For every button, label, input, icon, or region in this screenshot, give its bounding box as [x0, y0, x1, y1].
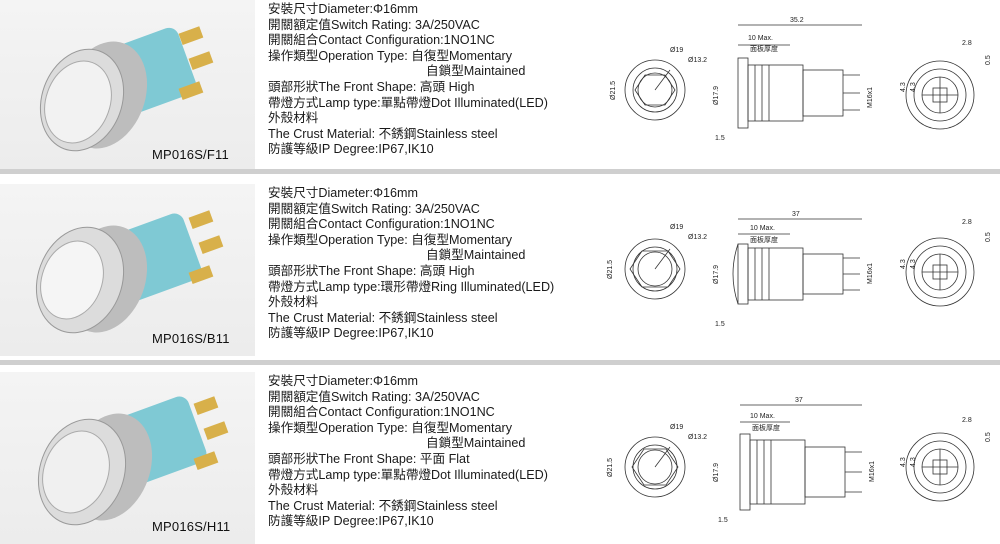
dim-d132: Ø13.2 — [688, 434, 707, 441]
dim-d19: Ø19 — [670, 224, 683, 231]
dim-d19: Ø19 — [670, 47, 683, 54]
spec-front-shape: 頭部形狀The Front Shape: 平面 Flat — [268, 451, 470, 466]
row-separator — [0, 169, 1000, 174]
dim-w05: 0.5 — [985, 432, 992, 442]
spec-ip: 防護等級IP Degree:IP67,IK10 — [268, 142, 434, 157]
dim-w43b: 4.3 — [910, 457, 917, 467]
dim-w43b: 4.3 — [910, 82, 917, 92]
spec-lamp-type: 帶燈方式Lamp type:環形帶燈Ring Illuminated(LED) — [268, 279, 555, 294]
spec-operation-2: 自鎖型Maintained — [426, 64, 526, 79]
spec-ip: 防護等級IP Degree:IP67,IK10 — [268, 326, 434, 341]
product-photo: MP016S/B11 — [0, 184, 255, 356]
dim-panel: 面板厚度 — [750, 235, 778, 244]
switch-image — [35, 210, 224, 334]
dim-w43a: 4.3 — [900, 457, 907, 467]
spec-ip: 防護等級IP Degree:IP67,IK10 — [268, 514, 434, 529]
spec-rating: 開關額定值Switch Rating: 3A/250VAC — [268, 389, 480, 404]
dim-t15: 1.5 — [715, 135, 725, 142]
spec-diameter: 安裝尺寸Diameter:Φ16mm — [268, 186, 418, 200]
spec-lamp-type: 帶燈方式Lamp type:單點帶燈Dot Illuminated(LED) — [268, 467, 548, 482]
dim-w05: 0.5 — [985, 55, 992, 65]
dim-d179: Ø17.9 — [713, 463, 720, 482]
dim-thread: M16x1 — [869, 461, 876, 482]
spec-diameter: 安裝尺寸Diameter:Φ16mm — [268, 374, 418, 388]
spec-list: 安裝尺寸Diameter:Φ16mm 開關額定值Switch Rating: 3… — [268, 2, 598, 158]
dim-d132: Ø13.2 — [688, 234, 707, 241]
dim-d179: Ø17.9 — [713, 265, 720, 284]
dim-t15: 1.5 — [715, 321, 725, 328]
spec-contact: 開關組合Contact Configuration:1NO1NC — [268, 217, 495, 232]
spec-list: 安裝尺寸Diameter:Φ16mm 開關額定值Switch Rating: 3… — [268, 374, 598, 530]
technical-drawing: Ø19 Ø13.2 Ø21.5 Ø17.9 37 10 Max. 面板厚度 M1… — [600, 372, 1000, 544]
spec-lamp-type: 帶燈方式Lamp type:單點帶燈Dot Illuminated(LED) — [268, 95, 548, 110]
dim-thread: M16x1 — [867, 263, 874, 284]
product-row-f11: MP016S/F11 安裝尺寸Diameter:Φ16mm 開關額定值Switc… — [0, 0, 1000, 172]
dim-d215: Ø21.5 — [607, 260, 614, 279]
dim-d19: Ø19 — [670, 424, 683, 431]
dim-max: 10 Max. — [750, 225, 775, 232]
dim-max: 10 Max. — [750, 413, 775, 420]
spec-operation-2: 自鎖型Maintained — [426, 248, 526, 263]
spec-front-shape: 頭部形狀The Front Shape: 高頭 High — [268, 79, 475, 94]
dim-w05: 0.5 — [985, 232, 992, 242]
dim-w28: 2.8 — [962, 40, 972, 47]
spec-material-label: 外殼材料 — [268, 295, 319, 310]
product-photo: MP016S/F11 — [0, 0, 255, 172]
spec-contact: 開關組合Contact Configuration:1NO1NC — [268, 405, 495, 420]
spec-operation: 操作類型Operation Type: 自復型Momentary — [268, 232, 513, 247]
spec-diameter: 安裝尺寸Diameter:Φ16mm — [268, 2, 418, 16]
switch-illustration — [35, 210, 224, 334]
product-row-h11: MP016S/H11 安裝尺寸Diameter:Φ16mm 開關額定值Switc… — [0, 372, 1000, 544]
dimension-drawing: Ø19 Ø13.2 Ø21.5 Ø17.9 37 10 Max. 面板厚度 M1… — [607, 211, 992, 328]
technical-drawing: Ø19 Ø13.2 Ø21.5 Ø17.9 37 10 Max. 面板厚度 M1… — [600, 184, 1000, 356]
model-number: MP016S/H11 — [152, 519, 231, 534]
dim-w28: 2.8 — [962, 417, 972, 424]
switch-illustration — [39, 26, 214, 152]
spec-operation-2: 自鎖型Maintained — [426, 436, 526, 451]
product-row-b11: MP016S/B11 安裝尺寸Diameter:Φ16mm 開關額定值Switc… — [0, 184, 1000, 356]
dim-d215: Ø21.5 — [610, 81, 617, 100]
spec-front-shape: 頭部形狀The Front Shape: 高頭 High — [268, 263, 475, 278]
switch-image — [37, 396, 229, 526]
dim-overall: 35.2 — [790, 17, 804, 24]
dim-panel: 面板厚度 — [750, 44, 778, 53]
row-separator — [0, 360, 1000, 365]
dim-d215: Ø21.5 — [607, 458, 614, 477]
technical-drawing: Ø19 Ø13.2 Ø21.5 Ø17.9 35.2 10 Max. 面板厚度 … — [600, 0, 1000, 172]
spec-operation: 操作類型Operation Type: 自復型Momentary — [268, 420, 513, 435]
dim-w43a: 4.3 — [900, 259, 907, 269]
dim-overall: 37 — [795, 397, 803, 404]
dim-w43b: 4.3 — [910, 259, 917, 269]
dim-w43a: 4.3 — [900, 82, 907, 92]
spec-material-label: 外殼材料 — [268, 483, 319, 498]
spec-contact: 開關組合Contact Configuration:1NO1NC — [268, 33, 495, 48]
spec-material-label: 外殼材料 — [268, 111, 319, 126]
model-number: MP016S/B11 — [152, 331, 230, 346]
dim-max: 10 Max. — [748, 35, 773, 42]
switch-image — [39, 26, 214, 152]
dim-panel: 面板厚度 — [752, 423, 780, 432]
dim-overall: 37 — [792, 211, 800, 218]
dim-thread: M16x1 — [867, 87, 874, 108]
spec-material: The Crust Material: 不銹鋼Stainless steel — [268, 310, 498, 325]
dim-t15: 1.5 — [718, 517, 728, 524]
dim-d132: Ø13.2 — [688, 57, 707, 64]
product-photo: MP016S/H11 — [0, 372, 255, 544]
spec-rating: 開關額定值Switch Rating: 3A/250VAC — [268, 201, 480, 216]
dim-d179: Ø17.9 — [713, 86, 720, 105]
spec-operation: 操作類型Operation Type: 自復型Momentary — [268, 48, 513, 63]
spec-rating: 開關額定值Switch Rating: 3A/250VAC — [268, 17, 480, 32]
model-number: MP016S/F11 — [152, 147, 229, 162]
dim-w28: 2.8 — [962, 219, 972, 226]
dimension-drawing: Ø19 Ø13.2 Ø21.5 Ø17.9 35.2 10 Max. 面板厚度 … — [610, 17, 992, 142]
spec-material: The Crust Material: 不銹鋼Stainless steel — [268, 126, 498, 141]
spec-list: 安裝尺寸Diameter:Φ16mm 開關額定值Switch Rating: 3… — [268, 186, 598, 342]
spec-material: The Crust Material: 不銹鋼Stainless steel — [268, 498, 498, 513]
switch-illustration — [37, 396, 229, 526]
dimension-drawing: Ø19 Ø13.2 Ø21.5 Ø17.9 37 10 Max. 面板厚度 M1… — [607, 397, 992, 524]
